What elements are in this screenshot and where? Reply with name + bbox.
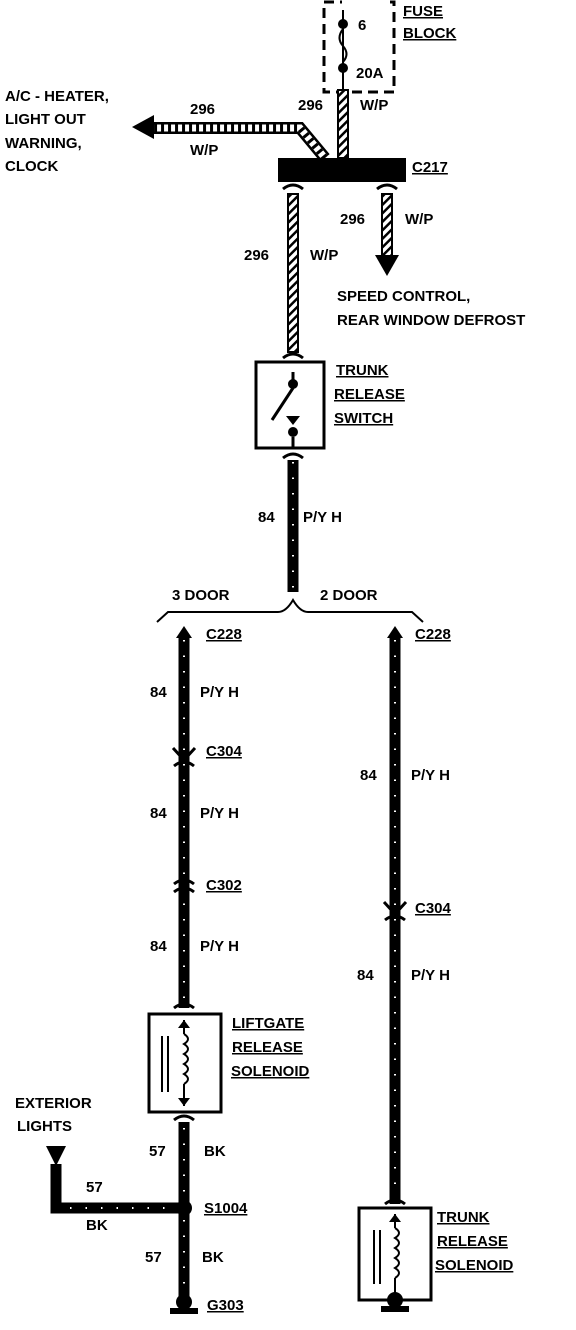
- exterior-lights-line2: LIGHTS: [17, 1118, 72, 1135]
- left-c228-label: C228: [206, 626, 242, 643]
- trunk-solenoid-ground-icon: [381, 1292, 409, 1312]
- left-wire1-color: P/Y H: [200, 684, 239, 701]
- fuse-block-title-line2: BLOCK: [403, 25, 456, 42]
- left-wire2-color: P/Y H: [200, 805, 239, 822]
- fuse-number: 6: [358, 17, 366, 34]
- switch-label-line2: RELEASE: [334, 386, 405, 403]
- left-branch-arrow-icon: [132, 115, 154, 139]
- right-destination-line1: SPEED CONTROL,: [337, 288, 470, 305]
- switch-label-line1: TRUNK: [336, 362, 389, 379]
- splice-s1004-label: S1004: [204, 1200, 248, 1217]
- exterior-lights-line1: EXTERIOR: [15, 1095, 92, 1112]
- exterior-lights-wire: [50, 1164, 184, 1214]
- right-path: C228 84 P/Y H C304 84 P/Y H TRUNK RELEAS…: [357, 626, 514, 1312]
- liftgate-solenoid-coil-icon: [182, 1033, 189, 1085]
- liftgate-solenoid-line2: RELEASE: [232, 1039, 303, 1056]
- wire-c217-to-switch: [287, 193, 299, 353]
- right-c304-label: C304: [415, 900, 452, 917]
- connector-c217-label: C217: [412, 159, 448, 176]
- trunk-solenoid-line3: SOLENOID: [435, 1257, 514, 1274]
- left-wire2-circuit: 84: [150, 805, 167, 822]
- switch-output-wire: 84 P/Y H: [258, 452, 342, 592]
- left-destination-line3: WARNING,: [5, 135, 82, 152]
- upper-wires: 296 W/P 296 W/P A/C - HEATER, LIGHT OUT …: [5, 88, 525, 353]
- splice-s1004: [176, 1200, 192, 1216]
- fuse-block: 6 20A FUSE BLOCK: [322, 0, 456, 94]
- down-wire-circuit: 296: [244, 247, 269, 264]
- left-branch-color: W/P: [190, 142, 218, 159]
- wire-fuse-to-c217: [337, 89, 349, 159]
- exterior-wire-circuit: 57: [86, 1179, 103, 1196]
- switch-label-line3: SWITCH: [334, 410, 393, 427]
- right-branch-circuit: 296: [340, 211, 365, 228]
- ground-g303-label: G303: [207, 1297, 244, 1314]
- left-branch-circuit: 296: [190, 101, 215, 118]
- ground-wire2-color: BK: [202, 1249, 224, 1266]
- left-destination-line2: LIGHT OUT: [5, 111, 86, 128]
- down-wire-color: W/P: [310, 247, 338, 264]
- exterior-lights-arrow-icon: [46, 1146, 66, 1166]
- right-destination-line2: REAR WINDOW DEFROST: [337, 312, 525, 329]
- ground-wire1-color: BK: [204, 1143, 226, 1160]
- right-branch-arrow-icon: [375, 255, 399, 276]
- trunk-solenoid-coil-icon: [393, 1227, 400, 1279]
- split-left-label: 3 DOOR: [172, 587, 230, 604]
- liftgate-solenoid-line3: SOLENOID: [231, 1063, 310, 1080]
- fuse-out-color: W/P: [360, 97, 388, 114]
- switch-output-color: P/Y H: [303, 509, 342, 526]
- right-wire2-color: P/Y H: [411, 967, 450, 984]
- ground-wire2-circuit: 57: [145, 1249, 162, 1266]
- right-branch-color: W/P: [405, 211, 433, 228]
- door-split: 3 DOOR 2 DOOR: [156, 587, 424, 623]
- left-wire3-color: P/Y H: [200, 938, 239, 955]
- left-destination-line1: A/C - HEATER,: [5, 88, 109, 105]
- exterior-wire-color: BK: [86, 1217, 108, 1234]
- liftgate-solenoid-line1: LIFTGATE: [232, 1015, 304, 1032]
- trunk-release-switch: TRUNK RELEASE SWITCH: [254, 352, 405, 450]
- split-right-label: 2 DOOR: [320, 587, 378, 604]
- right-wire2-circuit: 84: [357, 967, 374, 984]
- left-destination-line4: CLOCK: [5, 158, 58, 175]
- left-c302-label: C302: [206, 877, 242, 894]
- left-path: C228 84 P/Y H C304 84 P/Y H C302 84 P/Y …: [15, 626, 310, 1314]
- fuse-block-title-line1: FUSE: [403, 3, 443, 20]
- fuse-out-circuit: 296: [298, 97, 323, 114]
- fuse-terminal-bottom: [338, 63, 348, 73]
- right-wire1-circuit: 84: [360, 767, 377, 784]
- wire-right-branch: [381, 193, 393, 257]
- trunk-solenoid-line2: RELEASE: [437, 1233, 508, 1250]
- switch-contact-icon: [270, 387, 295, 421]
- left-wire1-circuit: 84: [150, 684, 167, 701]
- trunk-solenoid-line1: TRUNK: [437, 1209, 490, 1226]
- fuse-rating: 20A: [356, 65, 384, 82]
- wire-left-branch-outline: [150, 122, 330, 162]
- left-wire3-circuit: 84: [150, 938, 167, 955]
- right-wire1-color: P/Y H: [411, 767, 450, 784]
- left-c304-label: C304: [206, 743, 243, 760]
- ground-g303-icon: [170, 1294, 198, 1314]
- fuse-terminal-top: [338, 19, 348, 29]
- switch-output-circuit: 84: [258, 509, 275, 526]
- right-c228-label: C228: [415, 626, 451, 643]
- fuse-element-icon: [338, 28, 348, 63]
- connector-c217: [278, 158, 406, 182]
- ground-wire1-circuit: 57: [149, 1143, 166, 1160]
